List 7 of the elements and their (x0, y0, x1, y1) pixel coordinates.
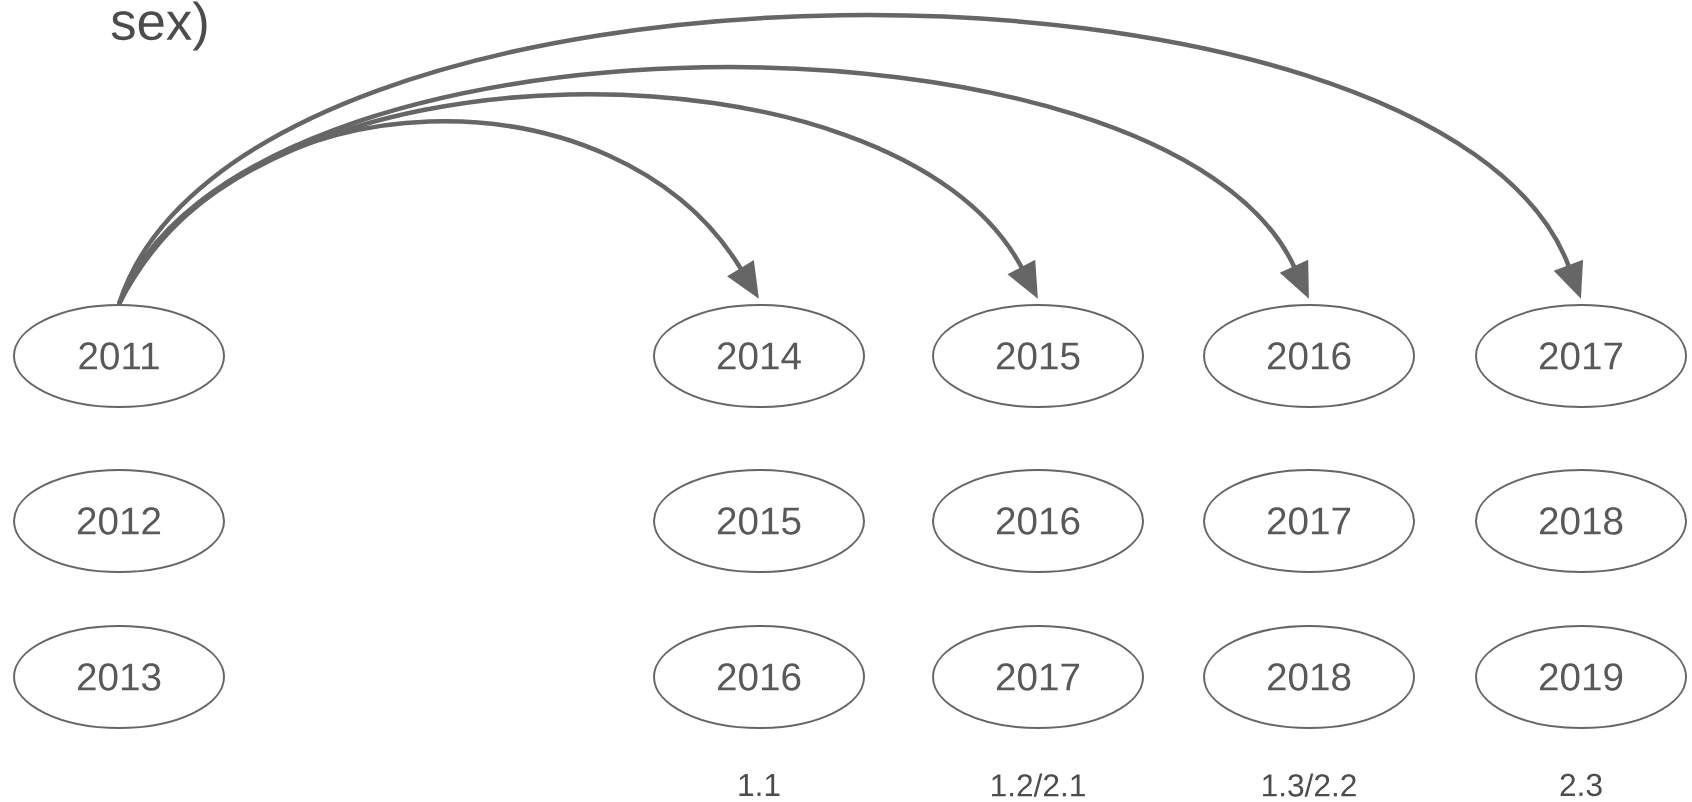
column-label: 1.1 (739, 774, 780, 796)
curved-arrow (117, 65, 1309, 306)
curved-arrow (117, 13, 1584, 306)
column-label: 2.3 (1560, 773, 1602, 797)
column-label: 1.3/2.2 (1263, 773, 1356, 797)
partial-text: sex) (111, 1, 207, 51)
column-label: 1.2/2.1 (992, 773, 1085, 797)
